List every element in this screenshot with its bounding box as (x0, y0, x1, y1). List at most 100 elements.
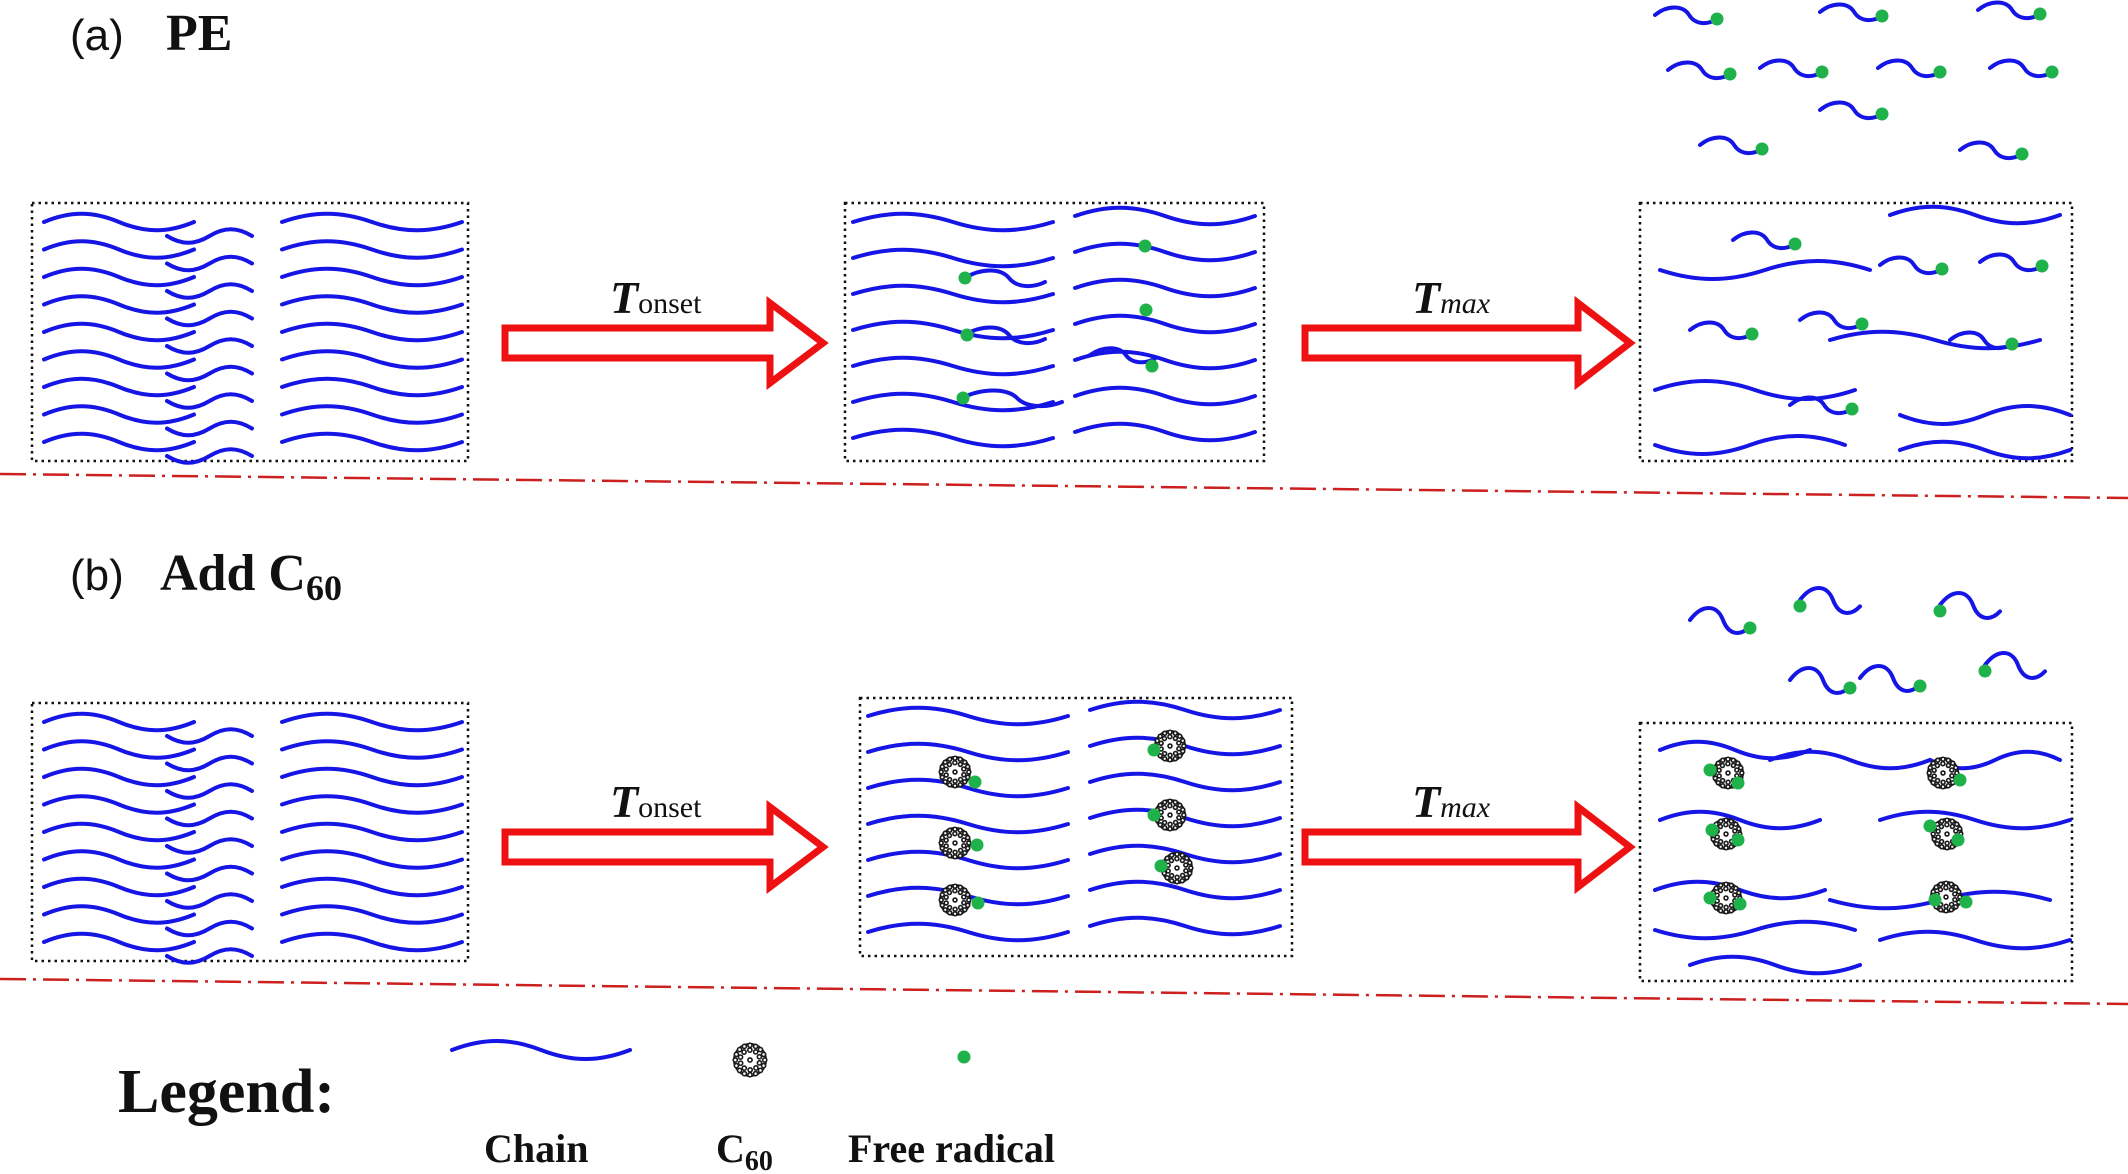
a-initial-chain (42, 321, 196, 343)
arrow-label-onset-a: Tonset (610, 272, 702, 323)
a-max-fragment (1731, 230, 1797, 251)
free-radical-dot (2015, 147, 2029, 161)
free-radical-dot (1705, 823, 1719, 837)
b-initial-chain (165, 809, 254, 828)
a-initial-chain (42, 294, 196, 315)
free-radical-dot (960, 328, 974, 342)
separator-line-b (0, 977, 2128, 1006)
panel-a-box-initial (30, 201, 470, 463)
a-onset-chain (851, 211, 1055, 233)
b-initial-chain (42, 794, 196, 815)
a-max-escaped-fragment (1876, 58, 1942, 79)
a-max-chain (1653, 434, 1847, 456)
b-initial-chain (165, 782, 254, 800)
a-max-escaped-fragment (1818, 100, 1884, 121)
b-max-escaped-fragment (1858, 664, 1922, 693)
a-onset-chain (1073, 205, 1257, 227)
a-initial-chain (280, 294, 464, 315)
b-onset-c60 (938, 826, 972, 860)
a-max-escaped-fragment (1666, 60, 1732, 81)
separator-line-a (0, 472, 2128, 500)
free-radical-dot (1959, 895, 1973, 909)
legend-c60-glyph (732, 1042, 768, 1078)
b-initial-chain (280, 766, 464, 788)
b-onset-chain (866, 921, 1070, 943)
free-radical-dot (1815, 65, 1829, 79)
a-max-fragment (1948, 330, 2014, 351)
a-initial-chain (165, 392, 254, 410)
b-onset-chain (1088, 699, 1282, 721)
a-max-chain (1653, 379, 1857, 401)
b-initial-chain (42, 876, 196, 898)
free-radical-dot (1933, 604, 1947, 618)
a-initial-chain (165, 419, 254, 438)
b-initial-chain (280, 904, 464, 925)
b-initial-chain (280, 849, 464, 870)
b-initial-chain (165, 837, 254, 855)
free-radical-dot (1951, 833, 1965, 847)
free-radical-dot (1845, 402, 1859, 416)
panel-a-box-max (1638, 201, 2074, 463)
free-radical-dot (1731, 833, 1745, 847)
b-initial-chain (280, 876, 464, 898)
b-max-escaped-fragment (1983, 651, 2047, 680)
free-radical-dot (1928, 893, 1942, 907)
free-radical-dot (958, 271, 972, 285)
a-initial-chain (280, 321, 464, 343)
free-radical-dot (956, 391, 970, 405)
arrow-label-max-b: Tmax (1412, 776, 1491, 827)
a-max-chain (1898, 404, 2072, 426)
free-radical-dot (1978, 664, 1992, 678)
b-onset-chain (1088, 771, 1282, 793)
arrow-label-onset-b: Tonset (610, 776, 702, 827)
b-initial-chain (42, 904, 196, 925)
b-initial-chain (165, 754, 254, 773)
a-initial-chain (165, 447, 254, 465)
a-max-escaped-fragment (1698, 135, 1764, 156)
free-radical-dot (1703, 763, 1717, 777)
a-initial-chain (280, 349, 464, 370)
a-onset-broken (1088, 346, 1157, 365)
free-radical-dot (1145, 359, 1159, 373)
free-radical-dot (1793, 599, 1807, 613)
free-radical-dot (1743, 621, 1757, 635)
a-initial-chain (165, 337, 254, 355)
b-max-chain (1878, 809, 2072, 831)
free-radical-dot (970, 838, 984, 852)
b-onset-chain (1088, 879, 1282, 901)
free-radical-dot (1723, 67, 1737, 81)
legend-radical-label: Free radical (848, 1126, 1055, 1171)
panel-b-title: Add C60 (160, 545, 342, 608)
b-max-escaped-fragment (1798, 586, 1862, 615)
free-radical-dot (968, 775, 982, 789)
free-radical-dot (1855, 317, 1869, 331)
a-initial-chain (165, 254, 254, 273)
b-max-chain (1653, 919, 1857, 941)
a-onset-chain (851, 355, 1055, 377)
a-onset-chain (851, 247, 1055, 269)
arrow-onset-b (501, 799, 829, 895)
a-onset-broken (963, 268, 1047, 289)
b-initial-chain (165, 919, 254, 938)
free-radical-dot (1710, 12, 1724, 26)
a-max-chain (1888, 204, 2062, 226)
a-initial-chain (165, 282, 254, 300)
a-initial-chain (42, 376, 196, 398)
b-onset-chain (866, 705, 1070, 727)
free-radical-dot (1733, 897, 1747, 911)
b-initial-chain (42, 821, 196, 843)
legend-chain-glyph (450, 1039, 632, 1061)
a-initial-chain (280, 239, 464, 260)
free-radical-dot (1755, 142, 1769, 156)
a-max-fragment (1688, 320, 1754, 341)
b-onset-chain (866, 741, 1070, 763)
a-max-fragment (1978, 252, 2044, 273)
a-initial-chain (42, 431, 196, 453)
b-max-c60 (1926, 756, 1960, 790)
a-max-fragment (1878, 255, 1944, 276)
free-radical-dot (2033, 7, 2047, 21)
a-initial-chain (165, 364, 254, 383)
a-onset-chain (851, 391, 1055, 413)
a-max-escaped-fragment (1976, 0, 2042, 21)
